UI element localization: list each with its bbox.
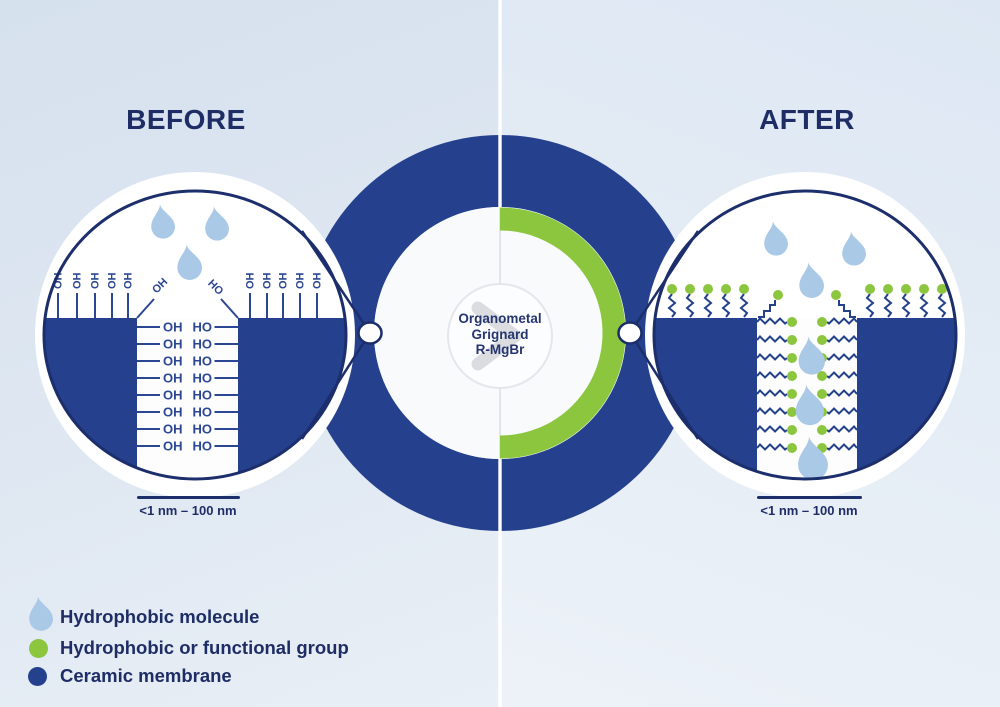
oh-label: OH: [295, 272, 307, 289]
connector-line: [632, 338, 700, 440]
before-scale-label: <1 nm – 100 nm: [139, 503, 237, 518]
magnifier-outline: [42, 189, 348, 481]
reagent-line-1: Organometal: [458, 311, 542, 326]
droplet-icon: [29, 596, 53, 631]
after-heading: AFTER: [759, 104, 855, 135]
svg-text:HO: HO: [193, 405, 213, 420]
oh-label: OH: [245, 272, 257, 289]
oh-label: OH: [107, 272, 119, 289]
connector-pivot: [617, 321, 643, 345]
before-scale-bar: [137, 496, 240, 499]
svg-text:HO: HO: [193, 337, 213, 352]
after-magnifier: [645, 172, 965, 498]
pore-hydroxyl-labels: OH HO OH HO OH HO OH HO OH HO OH HO OH HO OH HO: [163, 320, 212, 454]
svg-text:OH: OH: [163, 371, 183, 386]
oh-label: OH: [90, 272, 102, 289]
legend-label-ceramic-membrane: Ceramic membrane: [60, 665, 232, 686]
magnifier-outline: [652, 189, 958, 481]
legend-label-hydrophobic-molecule: Hydrophobic molecule: [60, 606, 260, 627]
connector-pivot: [357, 321, 383, 345]
svg-text:OH: OH: [163, 388, 183, 403]
svg-text:OH: OH: [163, 422, 183, 437]
connector-line: [300, 338, 368, 440]
surface-hydroxyl-stems: [57, 293, 318, 319]
before-magnifier: OH OH OH OH OH OH OH OH OH OH OH HO OH HO…: [35, 172, 355, 498]
oh-label: OH: [278, 272, 290, 289]
oh-label: OH: [312, 272, 324, 289]
svg-text:HO: HO: [193, 354, 213, 369]
legend-label-functional-group: Hydrophobic or functional group: [60, 637, 349, 658]
after-scale-bar: [757, 496, 862, 499]
pore-hydroxyl-bonds: [137, 326, 238, 447]
navy-dot-icon: [28, 667, 47, 686]
svg-text:HO: HO: [193, 320, 213, 335]
svg-text:OH: OH: [163, 405, 183, 420]
svg-text:OH: OH: [163, 439, 183, 454]
svg-text:OH: OH: [163, 354, 183, 369]
connector-line: [632, 230, 700, 328]
before-heading: BEFORE: [126, 104, 246, 135]
svg-text:OH: OH: [163, 320, 183, 335]
connector-line: [300, 230, 368, 328]
green-dot-icon: [29, 639, 48, 658]
svg-text:HO: HO: [193, 388, 213, 403]
after-scale-label: <1 nm – 100 nm: [760, 503, 858, 518]
oh-label: OH: [72, 272, 84, 289]
svg-text:OH: OH: [163, 337, 183, 352]
oh-label: OH: [123, 272, 135, 289]
svg-text:HO: HO: [193, 371, 213, 386]
center-reagent-label: Organometal Grignard R-MgBr: [440, 311, 560, 358]
oh-label: OH: [262, 272, 274, 289]
surface-functional-chains: [668, 293, 946, 318]
reagent-line-3: R-MgBr: [475, 342, 525, 357]
chevron-right-icon: [471, 301, 522, 371]
grignard-treatment-arc: [499, 207, 626, 459]
surface-functional-heads: [667, 284, 947, 300]
svg-text:HO: HO: [193, 439, 213, 454]
svg-text:HO: HO: [193, 422, 213, 437]
reagent-line-2: Grignard: [471, 326, 529, 342]
